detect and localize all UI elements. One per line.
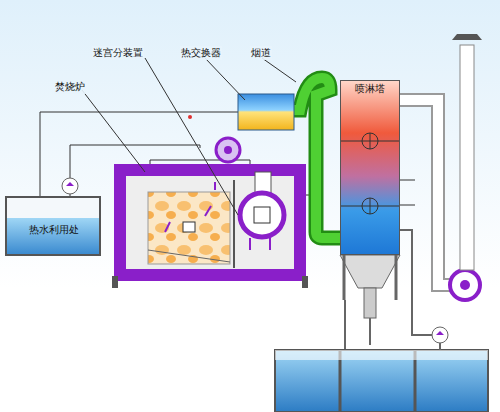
part-label: 迷宫分装置 (92, 46, 144, 60)
node-text: 热水利用处 (29, 224, 79, 236)
spray-nozzles (341, 81, 401, 256)
part-label: 热交换器 (180, 46, 222, 60)
water-tank: 热水利用处 (5, 196, 101, 256)
spray-tower: 喷淋塔 (340, 80, 400, 255)
node-text: 喷淋塔 (355, 83, 385, 95)
part-label: 烟道 (250, 46, 272, 60)
part-label: 焚烧炉 (54, 80, 86, 94)
